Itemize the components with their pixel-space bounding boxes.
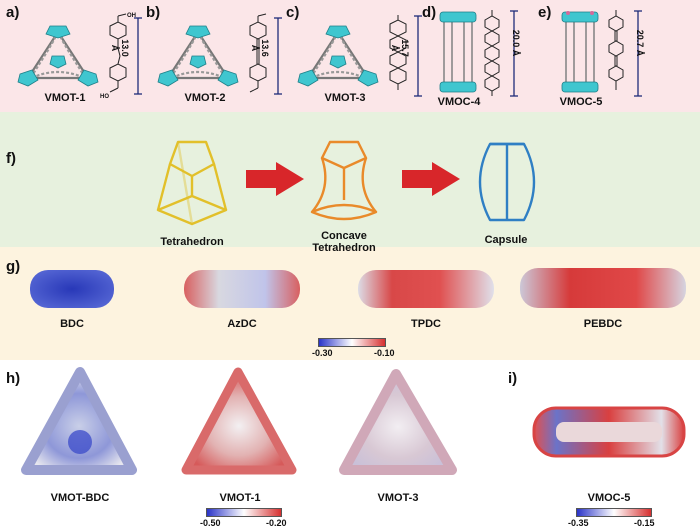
panel-letter-b: b) — [146, 4, 161, 21]
esp-tpdc-surface — [358, 270, 494, 308]
panel-letter-d: d) — [422, 4, 437, 21]
panel-letter-i: i) — [508, 370, 518, 387]
colorbar-h-max: -0.20 — [266, 518, 287, 528]
arrow-2-icon — [402, 162, 460, 196]
cage-label-vmot-bdc: VMOT-BDC — [50, 492, 110, 504]
tetrahedron-shape — [156, 140, 228, 226]
ho-label: HO — [100, 94, 109, 100]
esp-azdc-surface — [184, 270, 300, 308]
esp-vmot-3-surface — [339, 369, 457, 475]
ligand-structure-d — [484, 10, 518, 97]
cage-structure-vmot-2 — [157, 25, 239, 87]
esp-colorbar-h — [206, 508, 282, 517]
esp-vmot-1-surface — [181, 367, 297, 475]
cage-label-i-vmoc-5: VMOC-5 — [587, 492, 631, 504]
arrow-1-icon — [246, 162, 304, 196]
cage-label-vmoc-5: VMOC-5 — [559, 96, 603, 108]
cage-structure-vmot-1 — [17, 25, 99, 87]
oh-label: OH — [127, 13, 136, 19]
cage-label-vmot-1: VMOT-1 — [44, 92, 86, 104]
colorbar-i-max: -0.15 — [634, 518, 655, 528]
esp-pebdc-surface — [520, 268, 686, 308]
ligand-label-pebdc: PEBDC — [583, 318, 623, 330]
ligand-label-azdc: AzDC — [227, 318, 257, 330]
ligand-label-tpdc: TPDC — [411, 318, 441, 330]
esp-colorbar-i — [576, 508, 652, 517]
panel-letter-c: c) — [286, 4, 300, 21]
cage-label-vmot-2: VMOT-2 — [184, 92, 226, 104]
esp-bdc-surface — [30, 270, 114, 308]
esp-vmot-bdc-core — [68, 430, 92, 454]
cage-label-h-vmot-1: VMOT-1 — [219, 492, 261, 504]
colorbar-h-min: -0.50 — [200, 518, 221, 528]
concave-tetrahedron-shape — [310, 140, 378, 221]
colorbar-i-min: -0.35 — [568, 518, 589, 528]
shape-label-capsule: Capsule — [484, 234, 528, 246]
esp-vmot-bdc-surface — [21, 367, 137, 475]
ligand-structure-e — [608, 10, 642, 97]
cage-label-vmot-3: VMOT-3 — [324, 92, 366, 104]
cage-label-h-vmot-3: VMOT-3 — [377, 492, 419, 504]
cage-structure-vmoc-4 — [439, 11, 477, 93]
panel-letter-a: a) — [6, 4, 20, 21]
panel-letter-h: h) — [6, 370, 21, 387]
colorbar-g-max: -0.10 — [374, 348, 395, 358]
ligand-structure-b — [249, 13, 282, 95]
panel-letter-e: e) — [538, 4, 552, 21]
shape-label-concave-tetrahedron: Concave Tetrahedron — [312, 230, 376, 254]
colorbar-g-min: -0.30 — [312, 348, 333, 358]
cage-structure-vmot-3 — [297, 25, 379, 87]
ligand-structure-a: OH HO — [100, 13, 142, 100]
cage-label-vmoc-4: VMOC-4 — [437, 96, 481, 108]
shape-label-tetrahedron: Tetrahedron — [160, 236, 224, 248]
esp-colorbar-g — [318, 338, 386, 347]
panel-letter-g: g) — [6, 258, 21, 275]
ligand-structure-c — [389, 15, 422, 97]
cage-structure-vmoc-5 — [561, 11, 599, 93]
capsule-shape — [478, 142, 536, 222]
panel-letter-f: f) — [6, 150, 16, 167]
panel-f-background — [0, 112, 700, 247]
ligand-label-bdc: BDC — [60, 318, 84, 330]
esp-vmoc-5-cavity — [556, 422, 662, 442]
